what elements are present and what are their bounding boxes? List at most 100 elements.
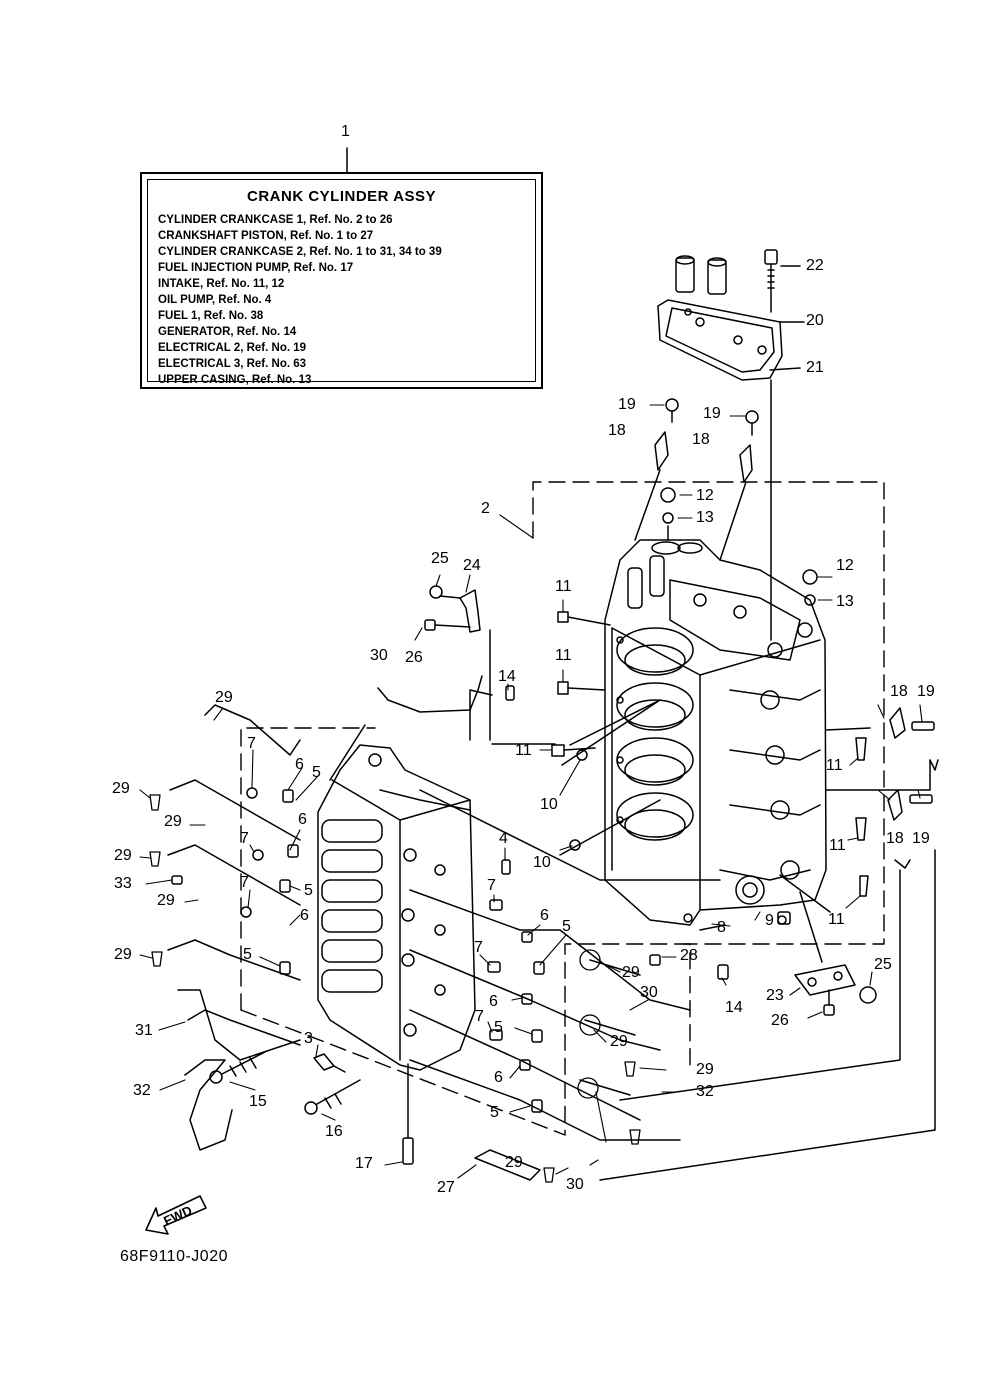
callout-label: 7: [474, 939, 483, 956]
leader-lines: [139, 265, 923, 1179]
legend-item: CRANKSHAFT PISTON, Ref. No. 1 to 27: [158, 230, 374, 242]
legend-item: ELECTRICAL 2, Ref. No. 19: [158, 342, 307, 354]
callout-label: 27: [437, 1179, 455, 1196]
callout-label: 25: [874, 956, 892, 973]
callout-label: 13: [836, 593, 854, 610]
forward-label: FWD: [161, 1202, 194, 1228]
callout-label: 11: [555, 647, 572, 664]
assembly-legend: CRANK CYLINDER ASSY CYLINDER CRANKCASE 1…: [140, 172, 543, 389]
callout-label: 31: [135, 1022, 153, 1039]
callout-label: 26: [771, 1012, 789, 1029]
callout-label: 5: [312, 764, 321, 781]
tube-27: [474, 1149, 541, 1181]
callout-label: 14: [498, 668, 516, 685]
callout-label: 6: [540, 907, 549, 924]
callout-label: 13: [696, 509, 714, 526]
crankcase-2-boundary: [240, 727, 691, 1136]
callout-label: 11: [555, 578, 572, 595]
callout-label: 16: [325, 1123, 343, 1140]
callout-label: 19: [703, 405, 721, 422]
callout-label: 6: [494, 1069, 503, 1086]
callout-label: 29: [610, 1033, 628, 1050]
callout-label: 18: [886, 830, 904, 847]
callout-label: 10: [540, 796, 558, 813]
callout-label: 7: [475, 1008, 484, 1025]
callout-label: 18: [692, 431, 710, 448]
callout-label: 29: [164, 813, 182, 830]
callout-label: 6: [295, 756, 304, 773]
callout-label: 14: [725, 999, 743, 1016]
callout-label: 12: [836, 557, 854, 574]
dowels-10: [559, 699, 661, 856]
upper-cover: [657, 255, 805, 381]
diagram-model-code: 68F9110-J020: [120, 1248, 228, 1265]
callout-label: 29: [696, 1061, 714, 1078]
stud-17: [402, 1063, 414, 1165]
fittings-11: [551, 611, 869, 897]
callout-label: 26: [405, 649, 423, 666]
callout-label: 7: [240, 874, 249, 891]
right-side-hardware: [699, 707, 935, 931]
callout-label: 11: [826, 757, 843, 774]
callout-label: 30: [370, 647, 388, 664]
screws-19-clips-18: [634, 398, 759, 561]
hose-right: [599, 727, 939, 1181]
forward-arrow-icon: FWD: [145, 1195, 207, 1235]
callout-label: 29: [114, 847, 132, 864]
callout-label: 6: [298, 811, 307, 828]
callout-label: 18: [608, 422, 626, 439]
callout-label: 29: [157, 892, 175, 909]
legend-item: CYLINDER CRANKCASE 2, Ref. No. 1 to 31, …: [158, 246, 442, 258]
bolt-15: [209, 1051, 266, 1084]
callout-label: 29: [114, 946, 132, 963]
hose-runs-center: [409, 789, 721, 1141]
callout-label: 7: [240, 830, 249, 847]
legend-item: FUEL 1, Ref. No. 38: [158, 310, 264, 322]
callout-label: 20: [806, 312, 824, 329]
callout-label: 5: [243, 946, 252, 963]
bracket-23: [794, 891, 877, 1016]
callout-label: 29: [622, 964, 640, 981]
callout-label: 30: [640, 984, 658, 1001]
bolt-22: [764, 249, 801, 313]
callout-label: 7: [487, 877, 496, 894]
crankcase-1-boundary: [532, 481, 885, 945]
callout-label: 21: [806, 359, 824, 376]
legend-list: CYLINDER CRANKCASE 1, Ref. No. 2 to 26 C…: [158, 212, 442, 388]
callout-label: 29: [215, 689, 233, 706]
callout-label: 12: [696, 487, 714, 504]
legend-item: OIL PUMP, Ref. No. 4: [158, 294, 272, 306]
clamps-29: [149, 794, 641, 1183]
callout-label: 3: [304, 1030, 313, 1047]
legend-item: FUEL INJECTION PUMP, Ref. No. 17: [158, 262, 354, 274]
callout-label: 11: [515, 742, 532, 759]
callout-label: 18: [890, 683, 908, 700]
callout-label: 32: [133, 1082, 151, 1099]
cylinder-block-left: [317, 744, 476, 1071]
legend-title: CRANK CYLINDER ASSY: [247, 188, 436, 205]
callout-label: 25: [431, 550, 449, 567]
callout-label: 19: [912, 830, 930, 847]
callout-label: 28: [680, 947, 698, 964]
callout-label: 29: [505, 1154, 523, 1171]
callout-label: 29: [112, 780, 130, 797]
legend-item: ELECTRICAL 3, Ref. No. 63: [158, 358, 307, 370]
callout-label: 11: [829, 837, 846, 854]
pin-3: [313, 1053, 346, 1073]
callout-label: 24: [463, 557, 481, 574]
callout-label: 30: [566, 1176, 584, 1193]
bolts-12-washers-13: [660, 487, 818, 606]
bracket-24: [424, 585, 491, 741]
callout-label: 5: [304, 882, 313, 899]
legend-item: GENERATOR, Ref. No. 14: [158, 326, 297, 338]
callout-label: 22: [806, 257, 824, 274]
callout-label: 5: [562, 918, 571, 935]
callout-label: 33: [114, 875, 132, 892]
callout-label: 19: [917, 683, 935, 700]
callout-label: 19: [618, 396, 636, 413]
callout-label: 9: [765, 912, 774, 929]
callout-label: 7: [247, 735, 256, 752]
bolt-16: [304, 1079, 361, 1115]
callout-label: 5: [494, 1019, 503, 1036]
